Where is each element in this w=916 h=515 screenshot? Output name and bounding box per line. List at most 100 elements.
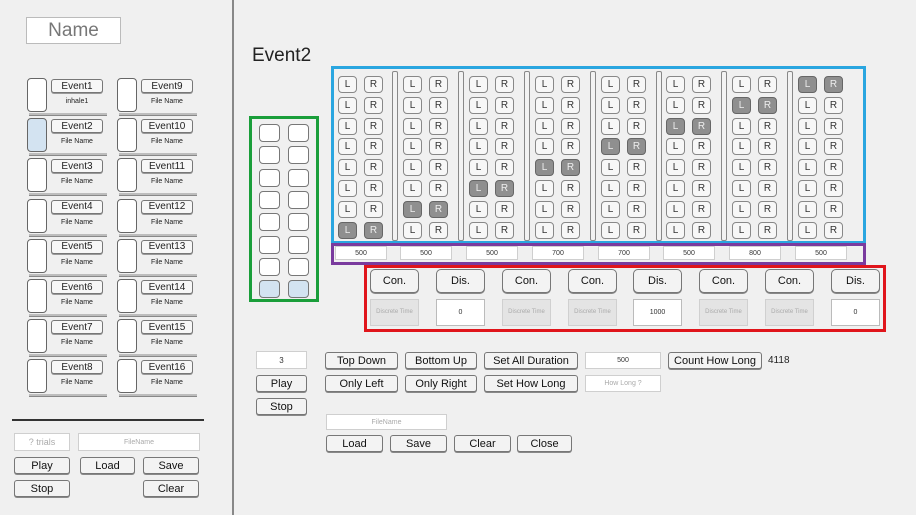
left-channel-button[interactable]: L bbox=[798, 200, 817, 218]
left-channel-button[interactable]: L bbox=[601, 138, 620, 156]
event-slot-box[interactable] bbox=[27, 359, 47, 394]
event-slot-box[interactable] bbox=[117, 319, 137, 354]
event-slot-box[interactable] bbox=[117, 118, 137, 153]
left-play-button[interactable]: Play bbox=[14, 457, 70, 474]
right-channel-button[interactable]: R bbox=[495, 180, 514, 197]
right-channel-button[interactable]: R bbox=[692, 138, 711, 156]
right-channel-button[interactable]: R bbox=[364, 76, 383, 93]
left-channel-button[interactable]: L bbox=[535, 221, 554, 239]
right-channel-button[interactable]: R bbox=[824, 180, 843, 197]
left-channel-button[interactable]: L bbox=[601, 159, 620, 177]
right-channel-button[interactable]: R bbox=[561, 180, 580, 197]
right-channel-button[interactable]: R bbox=[627, 221, 646, 239]
how-long-input[interactable]: How Long ? bbox=[585, 375, 661, 392]
right-channel-button[interactable]: R bbox=[429, 200, 448, 218]
left-channel-button[interactable]: L bbox=[798, 138, 817, 156]
slot-checkbox[interactable] bbox=[288, 280, 309, 299]
right-channel-button[interactable]: R bbox=[758, 159, 777, 177]
event-slot-box[interactable] bbox=[27, 279, 47, 313]
clear-button[interactable]: Clear bbox=[454, 435, 511, 452]
right-channel-button[interactable]: R bbox=[824, 96, 843, 114]
left-channel-button[interactable]: L bbox=[403, 200, 422, 218]
close-button[interactable]: Close bbox=[517, 435, 572, 452]
right-channel-button[interactable]: R bbox=[561, 96, 580, 114]
event-button[interactable]: Event6 bbox=[51, 280, 103, 294]
left-clear-button[interactable]: Clear bbox=[143, 480, 199, 497]
duration-input[interactable]: 500 bbox=[585, 352, 661, 369]
left-channel-button[interactable]: L bbox=[601, 96, 620, 114]
left-channel-button[interactable]: L bbox=[535, 180, 554, 197]
event-slot-box[interactable] bbox=[117, 158, 137, 193]
right-channel-button[interactable]: R bbox=[758, 76, 777, 93]
right-channel-button[interactable]: R bbox=[627, 117, 646, 135]
mode-button[interactable]: Dis. bbox=[831, 269, 880, 293]
left-channel-button[interactable]: L bbox=[732, 117, 751, 135]
left-channel-button[interactable]: L bbox=[666, 200, 685, 218]
event-button[interactable]: Event1 bbox=[51, 79, 103, 93]
left-channel-button[interactable]: L bbox=[338, 200, 357, 218]
stop-button[interactable]: Stop bbox=[256, 398, 307, 415]
left-channel-button[interactable]: L bbox=[666, 180, 685, 197]
left-stop-button[interactable]: Stop bbox=[14, 480, 70, 497]
right-channel-button[interactable]: R bbox=[561, 159, 580, 177]
left-channel-button[interactable]: L bbox=[403, 117, 422, 135]
left-channel-button[interactable]: L bbox=[535, 138, 554, 156]
right-channel-button[interactable]: R bbox=[627, 180, 646, 197]
discrete-time-input[interactable]: 0 bbox=[831, 299, 880, 326]
top-down-button[interactable]: Top Down bbox=[325, 352, 398, 369]
left-channel-button[interactable]: L bbox=[666, 117, 685, 135]
right-channel-button[interactable]: R bbox=[429, 180, 448, 197]
left-channel-button[interactable]: L bbox=[601, 117, 620, 135]
right-channel-button[interactable]: R bbox=[627, 76, 646, 93]
mode-button[interactable]: Con. bbox=[502, 269, 551, 293]
only-right-button[interactable]: Only Right bbox=[405, 375, 477, 392]
left-channel-button[interactable]: L bbox=[338, 180, 357, 197]
event-button[interactable]: Event15 bbox=[141, 320, 193, 335]
event-slot-box[interactable] bbox=[117, 78, 137, 112]
right-channel-button[interactable]: R bbox=[364, 117, 383, 135]
event-button[interactable]: Event12 bbox=[141, 199, 193, 214]
mode-button[interactable]: Con. bbox=[568, 269, 617, 293]
left-channel-button[interactable]: L bbox=[732, 180, 751, 197]
event-button[interactable]: Event14 bbox=[141, 280, 193, 294]
right-channel-button[interactable]: R bbox=[627, 138, 646, 156]
left-channel-button[interactable]: L bbox=[666, 221, 685, 239]
right-channel-button[interactable]: R bbox=[495, 159, 514, 177]
right-channel-button[interactable]: R bbox=[692, 180, 711, 197]
right-channel-button[interactable]: R bbox=[429, 138, 448, 156]
right-channel-button[interactable]: R bbox=[824, 117, 843, 135]
slot-checkbox[interactable] bbox=[259, 257, 280, 276]
event-button[interactable]: Event13 bbox=[141, 239, 193, 254]
duration-field[interactable]: 500 bbox=[335, 246, 387, 260]
left-channel-button[interactable]: L bbox=[535, 96, 554, 114]
event-button[interactable]: Event16 bbox=[141, 360, 193, 375]
left-channel-button[interactable]: L bbox=[469, 76, 488, 93]
event-slot-box[interactable] bbox=[27, 78, 47, 112]
name-input[interactable]: Name bbox=[26, 17, 121, 44]
left-channel-button[interactable]: L bbox=[601, 200, 620, 218]
left-channel-button[interactable]: L bbox=[798, 76, 817, 93]
left-channel-button[interactable]: L bbox=[601, 221, 620, 239]
left-channel-button[interactable]: L bbox=[601, 180, 620, 197]
right-channel-button[interactable]: R bbox=[364, 138, 383, 156]
duration-field[interactable]: 500 bbox=[400, 246, 452, 260]
duration-field[interactable]: 500 bbox=[466, 246, 518, 260]
right-channel-button[interactable]: R bbox=[824, 76, 843, 93]
right-channel-button[interactable]: R bbox=[824, 221, 843, 239]
count-input[interactable]: 3 bbox=[256, 351, 307, 369]
save-button[interactable]: Save bbox=[390, 435, 447, 452]
only-left-button[interactable]: Only Left bbox=[325, 375, 398, 392]
left-channel-button[interactable]: L bbox=[732, 76, 751, 93]
right-channel-button[interactable]: R bbox=[364, 96, 383, 114]
set-all-duration-button[interactable]: Set All Duration bbox=[484, 352, 578, 369]
slot-checkbox[interactable] bbox=[259, 146, 280, 165]
slot-checkbox[interactable] bbox=[288, 235, 309, 254]
right-channel-button[interactable]: R bbox=[495, 117, 514, 135]
left-channel-button[interactable]: L bbox=[403, 221, 422, 239]
left-channel-button[interactable]: L bbox=[403, 180, 422, 197]
filename-input[interactable]: FileName bbox=[326, 414, 447, 430]
right-channel-button[interactable]: R bbox=[364, 221, 383, 239]
right-channel-button[interactable]: R bbox=[495, 138, 514, 156]
left-channel-button[interactable]: L bbox=[403, 96, 422, 114]
duration-field[interactable]: 500 bbox=[795, 246, 847, 260]
